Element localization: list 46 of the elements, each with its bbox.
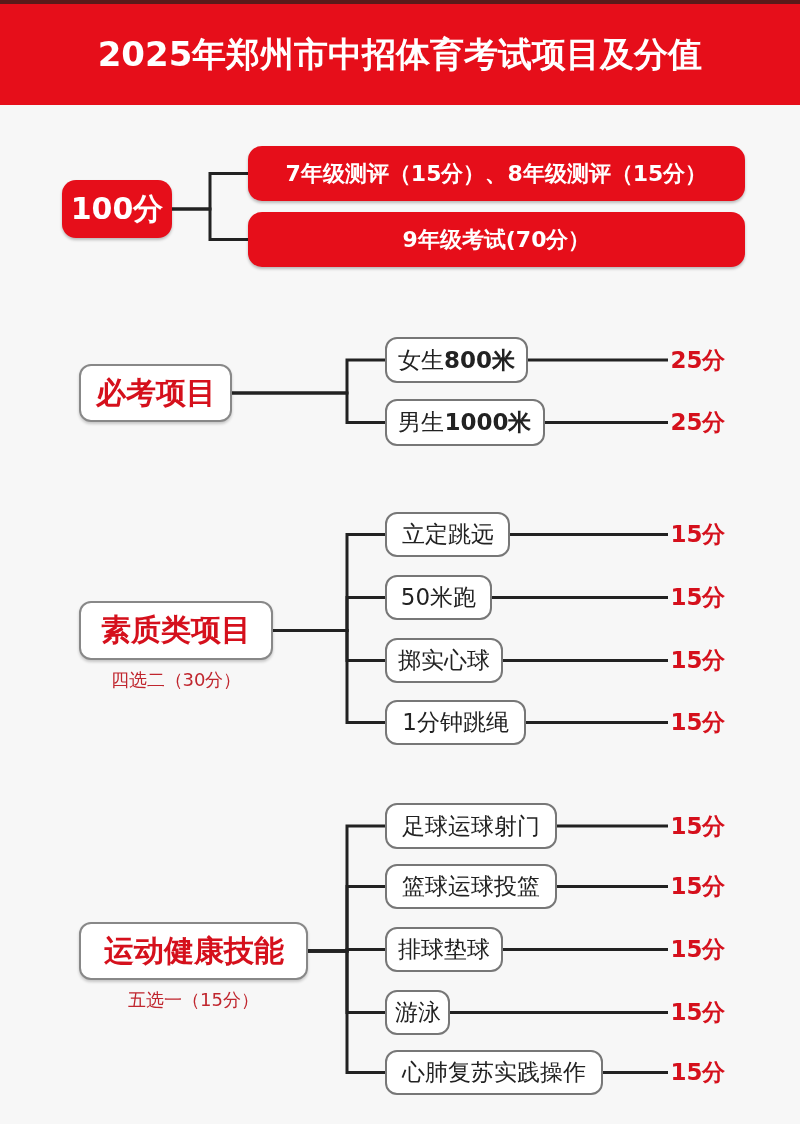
item-box: 掷实心球 [385,638,503,683]
connector-line [603,1071,668,1074]
score-text: 15分 [668,803,728,849]
item-box: 排球垫球 [385,927,503,972]
connector-line [450,1011,668,1014]
item-box: 男生1000米 [385,399,545,446]
connector-line [308,949,385,1074]
selection-note: 五选一（15分） [127,988,260,1012]
connector-line [526,721,668,724]
item-box: 篮球运球投篮 [385,864,557,909]
item-box: 足球运球射门 [385,803,557,849]
page-title: 2025年郑州市中招体育考试项目及分值 [96,33,704,76]
connector-line [557,885,668,888]
score-text: 15分 [668,700,728,745]
score-text: 25分 [668,399,728,446]
category-box: 素质类项目 [79,601,273,660]
connector-line [510,533,668,536]
item-box: 1分钟跳绳 [385,700,526,745]
connector-line [528,358,668,362]
connector-line [273,629,385,724]
connector-line [503,659,668,662]
score-text: 15分 [668,1050,728,1095]
connector-line [503,948,668,951]
score-text: 15分 [668,575,728,620]
score-text: 15分 [668,990,728,1035]
score-text: 15分 [668,864,728,909]
connector-line [172,207,248,241]
score-text: 15分 [668,512,728,557]
item-box: 游泳 [385,990,450,1035]
score-box: 100分 [62,180,172,238]
score-text: 15分 [668,927,728,972]
connector-line [232,391,385,424]
item-box: 女生800米 [385,337,528,383]
selection-note: 四选二（30分） [109,668,243,692]
item-box: 50米跑 [385,575,492,620]
category-box: 必考项目 [79,364,232,422]
connector-line [557,824,668,828]
connector-line [492,596,668,599]
item-box: 立定跳远 [385,512,510,557]
item-box: 心肺复苏实践操作 [385,1050,603,1095]
score-box: 9年级考试(70分） [248,212,745,267]
score-text: 15分 [668,638,728,683]
score-text: 25分 [668,337,728,383]
score-box: 7年级测评（15分）、8年级测评（15分） [248,146,745,201]
category-box: 运动健康技能 [79,922,308,980]
connector-line [545,421,668,424]
